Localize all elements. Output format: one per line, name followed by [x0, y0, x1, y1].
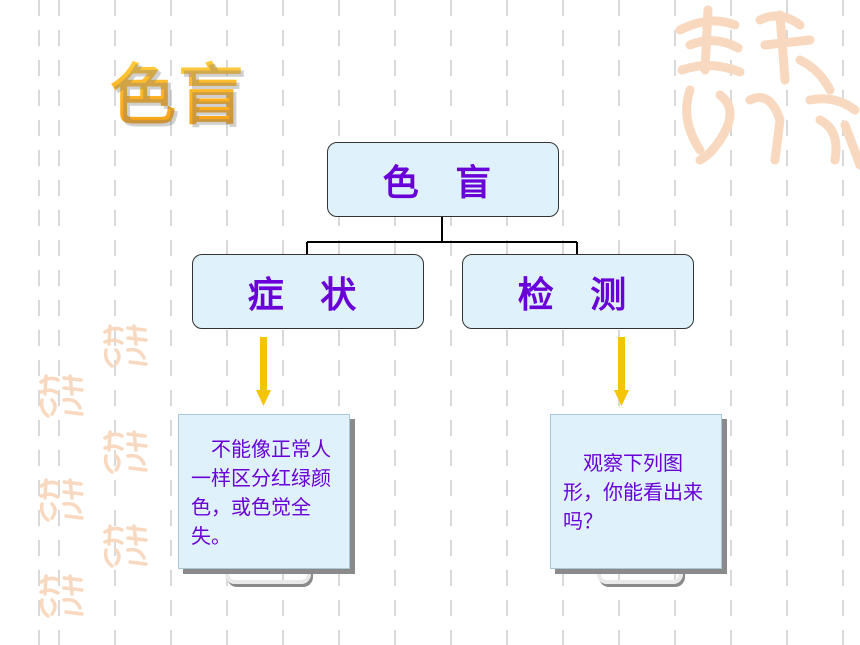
symptom-node: 症 状: [192, 254, 424, 329]
detection-note-card: 观察下列图形，你能看出来吗？: [550, 414, 722, 569]
small-seal-stamp-icon: [39, 574, 84, 618]
tree-connector-lines: [306, 215, 578, 254]
symptom-note-card: 不能像正常人一样区分红绿颜色，或色觉全失。: [178, 414, 350, 569]
detection-node: 检 测: [462, 254, 694, 329]
detection-note-text: 观察下列图形，你能看出来吗？: [563, 451, 703, 533]
diagram-root-node: 色 盲: [327, 142, 559, 217]
auspicious-calligraphy-decoration: [675, 5, 860, 170]
arrow-down-left: [256, 337, 271, 406]
small-seal-stamp-icon: [103, 430, 148, 474]
small-seal-stamp-icon: [103, 524, 148, 568]
small-seal-stamp-icon: [39, 374, 84, 418]
note-clip-decoration: [597, 562, 683, 584]
small-seal-stamp-icon: [39, 478, 84, 522]
symptom-note-text: 不能像正常人一样区分红绿颜色，或色觉全失。: [191, 437, 331, 548]
arrow-down-right: [614, 337, 629, 406]
small-seal-stamp-icon: [103, 324, 148, 368]
page-title: 色盲: [110, 42, 246, 138]
note-clip-decoration: [225, 562, 311, 584]
